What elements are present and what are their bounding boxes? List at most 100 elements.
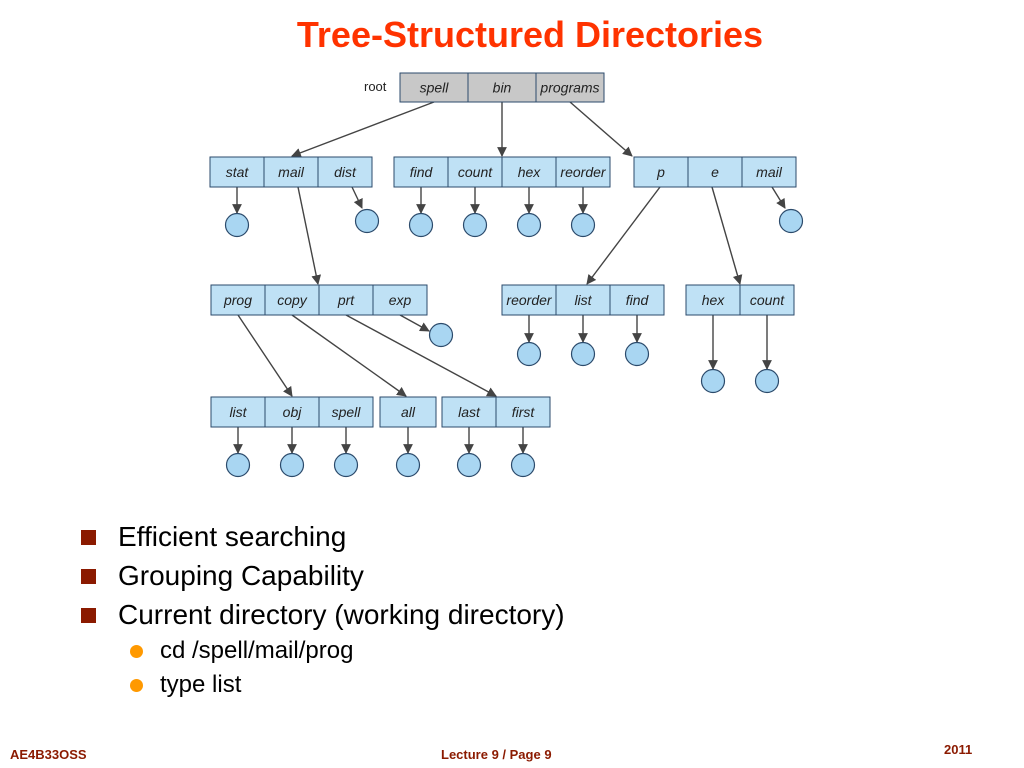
dir-entry-first: first [495,396,551,428]
dir-entry-spell: spell [399,72,469,103]
file-node-icon [462,212,488,238]
dir-entry-list: list [555,284,611,316]
svg-text:copy: copy [277,292,308,308]
dir-entry-obj: obj [264,396,320,428]
file-node-icon [395,452,421,478]
tree-edge [399,314,430,332]
file-node-icon [778,208,804,234]
bullet-square-icon [81,530,96,545]
svg-text:exp: exp [389,292,412,308]
svg-text:all: all [401,404,416,420]
bullet-dot-icon [130,645,143,658]
dir-entry-dist: dist [317,156,373,188]
file-node-icon [224,212,250,238]
footer-course-code: AE4B33OSS [10,747,87,762]
dir-entry-count: count [447,156,503,188]
bullet-item: Current directory (working directory) [78,598,565,637]
tree-edge [771,186,786,209]
tree-edge [569,101,633,157]
tree-edge [586,186,661,285]
dir-entry-stat: stat [209,156,265,188]
sub-bullet-item: type list [78,671,565,705]
svg-text:hex: hex [702,292,726,308]
footer-page-number: Lecture 9 / Page 9 [441,747,552,762]
dir-entry-p: p [633,156,689,188]
file-node-icon [754,368,780,394]
svg-text:count: count [458,164,493,180]
bullet-square-icon [81,569,96,584]
svg-text:dist: dist [334,164,357,180]
svg-text:find: find [410,164,434,180]
tree-edge [237,314,293,397]
dir-entry-copy: copy [264,284,320,316]
dir-entry-find: find [393,156,449,188]
svg-text:spell: spell [332,404,362,420]
file-node-icon [516,212,542,238]
dir-entry-list: list [210,396,266,428]
dir-entry-last: last [441,396,497,428]
tree-edge [291,314,407,397]
dir-entry-hex: hex [685,284,741,316]
svg-text:last: last [458,404,481,420]
footer-year: 2011 [944,742,973,757]
svg-text:count: count [750,292,785,308]
bullet-square-icon [81,608,96,623]
svg-text:reorder: reorder [560,164,606,180]
file-node-icon [333,452,359,478]
tree-edge [291,101,435,158]
root-label: root [364,79,387,94]
svg-text:obj: obj [283,404,303,420]
svg-text:reorder: reorder [506,292,552,308]
svg-text:programs: programs [539,80,599,96]
sub-bullet-item: cd /spell/mail/prog [78,637,565,671]
dir-entry-all: all [379,396,437,428]
dir-entry-hex: hex [501,156,557,188]
tree-edge [351,186,363,209]
svg-text:prt: prt [337,292,355,308]
dir-entry-prt: prt [318,284,374,316]
svg-text:mail: mail [756,164,783,180]
dir-entry-mail: mail [741,156,797,188]
file-node-icon [456,452,482,478]
tree-edge [711,186,743,285]
dir-entry-bin: bin [467,72,537,103]
dir-entry-reorder: reorder [501,284,557,316]
file-node-icon [279,452,305,478]
tree-edge [297,186,322,285]
tree-edge [345,314,497,397]
svg-text:p: p [656,164,665,180]
file-node-icon [354,208,380,234]
dir-entry-reorder: reorder [555,156,611,188]
file-node-icon [700,368,726,394]
file-node-icon [570,212,596,238]
file-node-icon [225,452,251,478]
dir-entry-find: find [609,284,665,316]
dir-entry-prog: prog [210,284,266,316]
bullet-list: Efficient searching Grouping Capability … [78,520,565,705]
file-node-icon [428,322,454,348]
svg-text:spell: spell [420,80,450,96]
svg-text:bin: bin [493,80,512,96]
svg-text:stat: stat [226,164,250,180]
file-node-icon [570,341,596,367]
svg-text:e: e [711,164,719,180]
file-node-icon [408,212,434,238]
dir-entry-mail: mail [263,156,319,188]
bullet-item: Efficient searching [78,520,565,559]
svg-text:list: list [229,404,247,420]
svg-text:find: find [626,292,650,308]
svg-text:first: first [512,404,536,420]
dir-entry-programs: programs [535,72,605,103]
dir-entry-e: e [687,156,743,188]
bullet-dot-icon [130,679,143,692]
dir-entry-spell: spell [318,396,374,428]
bullet-item: Grouping Capability [78,559,565,598]
svg-text:list: list [574,292,592,308]
svg-text:mail: mail [278,164,305,180]
file-node-icon [510,452,536,478]
dir-entry-exp: exp [372,284,428,316]
svg-text:hex: hex [518,164,542,180]
file-node-icon [624,341,650,367]
svg-text:prog: prog [223,292,252,308]
